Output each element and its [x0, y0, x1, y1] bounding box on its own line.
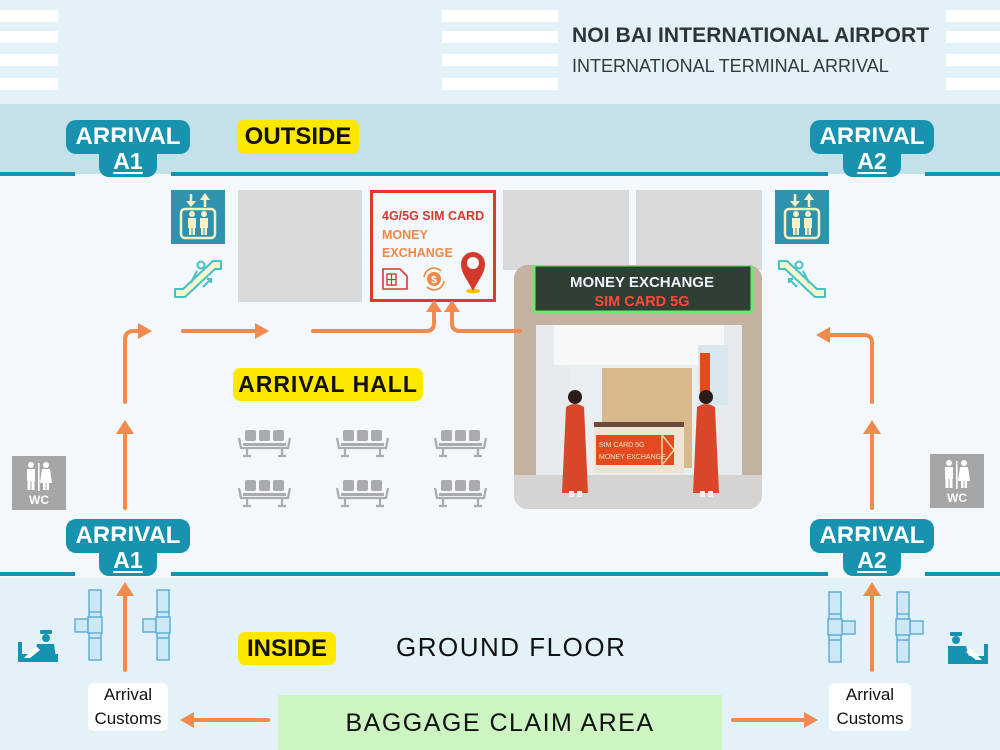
seating-grid [237, 428, 497, 517]
decor-stripe [0, 78, 58, 90]
shop-unit [503, 190, 629, 270]
decor-stripe [0, 54, 58, 66]
seating-icon [335, 428, 390, 458]
photo-sign-line2: SIM CARD 5G [594, 294, 689, 310]
decor-stripe [0, 10, 58, 22]
decor-stripe [442, 54, 558, 66]
wc-label: WC [29, 493, 49, 507]
seating-icon [433, 428, 488, 458]
shop-sim-label: 4G/5G SIM CARD [382, 209, 485, 223]
sim-card-icon [382, 268, 408, 295]
wc-label: WC [947, 491, 967, 505]
customs-line1: Arrival [845, 685, 895, 704]
airport-title: NOI BAI INTERNATIONAL AIRPORT [572, 24, 930, 47]
decor-stripe [946, 10, 1000, 22]
gate-code: A2 [843, 142, 901, 177]
arrow-head [116, 582, 134, 596]
ground-floor-label: GROUND FLOOR [396, 632, 627, 662]
gate-a2-outside[interactable]: ARRIVAL A2 [810, 120, 934, 177]
wall-line [925, 572, 1000, 576]
customs-officer-icon [18, 628, 60, 669]
customs-label-right: Arrival Customs [829, 683, 911, 731]
passport-gates-right [827, 591, 924, 663]
staff-figure [693, 390, 719, 497]
arrow-head [863, 582, 881, 596]
escalator-icon [775, 257, 829, 303]
customs-line2: Customs [836, 709, 904, 728]
photo-sign-line1: MONEY EXCHANGE [570, 274, 714, 291]
wall-line [171, 572, 828, 576]
header-band [0, 0, 1000, 104]
svg-text:$: $ [431, 275, 437, 286]
elevator-icon [171, 190, 225, 244]
gate-code: A2 [843, 541, 901, 576]
gate-code: A1 [99, 541, 157, 576]
seating-icon [335, 478, 390, 508]
seating-icon [433, 478, 488, 508]
customs-line2: Customs [94, 709, 162, 728]
arrow-head [444, 300, 460, 312]
photo-counter-line1: SIM CARD 5G [599, 442, 645, 449]
arrow-head [426, 300, 442, 312]
decor-stripe [442, 31, 558, 43]
decor-stripe [0, 31, 58, 43]
gate-a2-inside[interactable]: ARRIVAL A2 [810, 519, 934, 576]
customs-officer-icon [946, 630, 988, 671]
inside-label: INSIDE [238, 632, 336, 665]
restroom-icon: WC [930, 454, 984, 508]
shop-unit [238, 190, 362, 302]
photo-counter-line2: MONEY EXCHANGE [599, 454, 666, 461]
arrow-head [116, 420, 134, 434]
gate-a1-inside[interactable]: ARRIVAL A1 [66, 519, 190, 576]
arrow-head [138, 323, 152, 339]
terminal-subtitle: INTERNATIONAL TERMINAL ARRIVAL [572, 56, 889, 76]
seating-icon [237, 428, 292, 458]
shop-photo: MONEY EXCHANGE SIM CARD 5G SIM CARD 5G M… [514, 265, 762, 509]
decor-stripe [946, 31, 1000, 43]
gate-code: A1 [99, 142, 157, 177]
arrow-head [804, 712, 818, 728]
decor-stripe [442, 10, 558, 22]
decor-stripe [442, 78, 558, 90]
shop-unit [636, 190, 762, 270]
shop-exchange-label: EXCHANGE [382, 246, 453, 260]
elevator-icon [775, 190, 829, 244]
wall-line [171, 172, 828, 176]
gate-a1-outside[interactable]: ARRIVAL A1 [66, 120, 190, 177]
customs-label-left: Arrival Customs [88, 683, 168, 731]
arrow-head [863, 420, 881, 434]
arrow-head [255, 323, 269, 339]
seating-icon [237, 478, 292, 508]
customs-line1: Arrival [103, 685, 153, 704]
arrow-head [816, 327, 830, 343]
staff-figure [562, 390, 588, 497]
arrow-head [180, 712, 194, 728]
shop-money-label: MONEY [382, 228, 428, 242]
wall-line [0, 172, 75, 176]
baggage-claim-area[interactable]: BAGGAGE CLAIM AREA [278, 695, 722, 750]
currency-exchange-icon: $ [421, 266, 447, 297]
decor-stripe [946, 54, 1000, 66]
wall-line [925, 172, 1000, 176]
wall-line [0, 572, 75, 576]
restroom-icon: WC [12, 456, 66, 510]
outside-label: OUTSIDE [237, 120, 359, 154]
arrival-hall-label: ARRIVAL HALL [233, 368, 423, 401]
passport-gates-left [74, 589, 171, 661]
escalator-icon [171, 257, 225, 303]
arrival-hall-zone [0, 178, 1000, 574]
sim-money-exchange-shop[interactable]: 4G/5G SIM CARD MONEY EXCHANGE $ [370, 190, 496, 302]
location-pin-icon [459, 249, 487, 300]
decor-stripe [946, 78, 1000, 90]
